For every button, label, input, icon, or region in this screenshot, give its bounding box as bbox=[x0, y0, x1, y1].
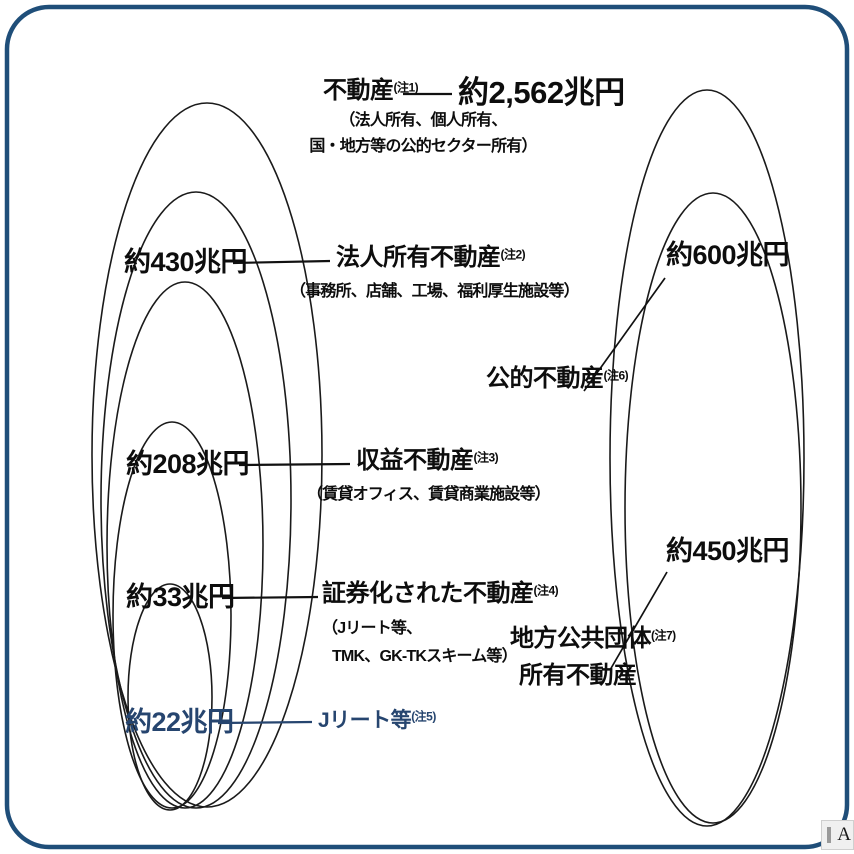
title-amount: 約2,562兆円 bbox=[458, 75, 625, 110]
amount-securitized: 約33兆円 bbox=[126, 582, 235, 612]
sub-securitized-line2: TMK、GK-TKスキーム等） bbox=[332, 648, 518, 665]
leader-line-securitized bbox=[221, 595, 319, 600]
corner-widget[interactable]: A bbox=[821, 820, 854, 850]
note-corporate-owned: (注2) bbox=[500, 247, 526, 262]
category-corporate-owned: 法人所有不動産 bbox=[336, 244, 501, 271]
sub-income-producing: （賃貸オフィス、賃貸商業施設等） bbox=[307, 486, 551, 503]
title-note: (注1) bbox=[393, 80, 419, 95]
label-securitized-group: 証券化された不動産(注4) bbox=[322, 580, 559, 608]
ellipse-securitized bbox=[112, 421, 232, 809]
ellipse-public-real-estate bbox=[609, 89, 805, 827]
corner-widget-bar-icon bbox=[827, 827, 832, 843]
note-public-real-estate: (注6) bbox=[603, 368, 629, 383]
note-local-government: (注7) bbox=[651, 628, 676, 643]
sub-securitized-line1: （Jリート等、 bbox=[322, 620, 422, 637]
title-sub-line2: 国・地方等の公的セクター所有） bbox=[309, 138, 537, 155]
amount-local-government-owned: 約450兆円 bbox=[666, 536, 790, 566]
ellipse-j-reit bbox=[127, 583, 213, 811]
amount-income-producing: 約208兆円 bbox=[126, 449, 250, 479]
leader-line-local-gov bbox=[609, 571, 668, 671]
category-local-government-line1: 地方公共団体 bbox=[510, 625, 652, 652]
ellipse-real-estate-total bbox=[91, 102, 323, 808]
label-corporate-owned-group: 法人所有不動産(注2) bbox=[336, 244, 526, 272]
title-sub-line1: （法人所有、個人所有、 bbox=[339, 112, 507, 129]
amount-corporate-owned: 約430兆円 bbox=[124, 247, 248, 277]
sub-corporate-owned: （事務所、店舗、工場、福利厚生施設等） bbox=[290, 283, 580, 300]
label-j-reit-group: Jリート等(注5) bbox=[318, 709, 436, 733]
category-income-producing: 収益不動産 bbox=[356, 447, 474, 474]
leader-line-income bbox=[238, 462, 351, 467]
category-public-real-estate: 公的不動産 bbox=[486, 365, 604, 392]
leader-line-public bbox=[583, 277, 666, 392]
title-category: 不動産 bbox=[323, 77, 394, 104]
label-local-government-group: 地方公共団体(注7) bbox=[510, 625, 676, 653]
ellipse-corporate-owned bbox=[100, 191, 292, 809]
ellipse-local-government-owned bbox=[624, 192, 802, 824]
note-j-reit: (注5) bbox=[411, 709, 436, 724]
leader-line-j-reit bbox=[217, 720, 313, 725]
corner-widget-glyph: A bbox=[837, 824, 851, 845]
category-securitized: 証券化された不動産 bbox=[322, 580, 534, 607]
note-income-producing: (注3) bbox=[473, 450, 499, 465]
ellipse-income-producing bbox=[106, 281, 264, 809]
category-j-reit: Jリート等 bbox=[318, 709, 412, 732]
note-securitized: (注4) bbox=[533, 583, 559, 598]
label-income-producing-group: 収益不動産(注3) bbox=[356, 447, 499, 475]
outer-frame bbox=[4, 4, 850, 850]
amount-public-real-estate: 約600兆円 bbox=[666, 240, 790, 270]
category-local-government-line2: 所有不動産 bbox=[519, 662, 637, 689]
title-category-group: 不動産(注1) bbox=[323, 77, 419, 105]
label-public-real-estate-group: 公的不動産(注6) bbox=[486, 365, 629, 393]
leader-line-corporate bbox=[232, 259, 331, 265]
amount-j-reit: 約22兆円 bbox=[125, 707, 234, 737]
